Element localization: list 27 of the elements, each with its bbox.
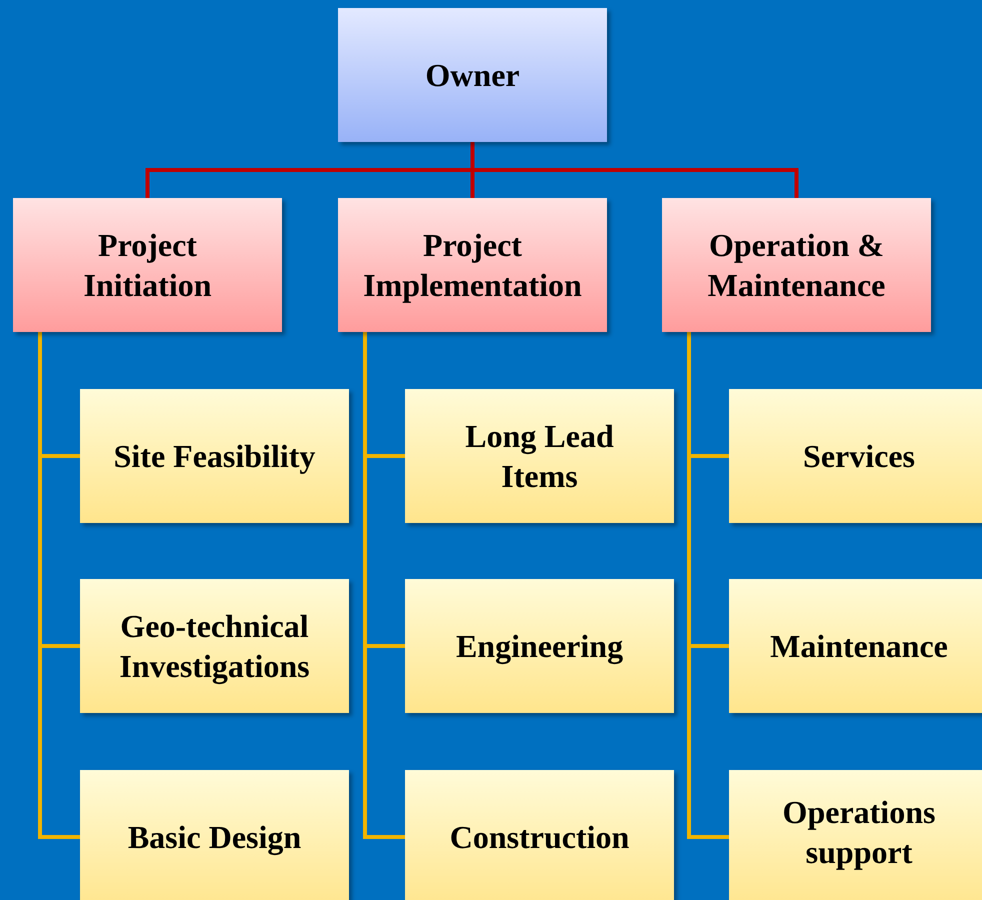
phase-box (662, 198, 931, 332)
node-label: Geo-technical Investigations (118, 607, 311, 686)
phase-box (13, 198, 282, 332)
node-label: Long Lead Items (464, 417, 615, 496)
task-box (80, 389, 349, 523)
task-box (729, 770, 982, 900)
node-label: Maintenance (770, 627, 948, 666)
node-label: Project Initiation (82, 226, 213, 305)
task-box (405, 770, 674, 900)
task-box (80, 579, 349, 713)
owner-box (338, 8, 607, 142)
node-label: Owner (425, 56, 520, 95)
task-box (405, 389, 674, 523)
node-label: Services (803, 437, 915, 476)
task-box (729, 389, 982, 523)
node-label: Construction (450, 818, 630, 857)
task-box (405, 579, 674, 713)
task-box (729, 579, 982, 713)
phase-box (338, 198, 607, 332)
node-label: Operation & Maintenance (706, 226, 886, 305)
node-label: Operations support (782, 793, 936, 872)
node-label: Project Implementation (362, 226, 583, 305)
node-label: Engineering (456, 627, 624, 666)
node-label: Site Feasibility (114, 437, 316, 476)
node-label: Basic Design (128, 818, 302, 857)
connector-line (470, 142, 798, 198)
task-box (80, 770, 349, 900)
